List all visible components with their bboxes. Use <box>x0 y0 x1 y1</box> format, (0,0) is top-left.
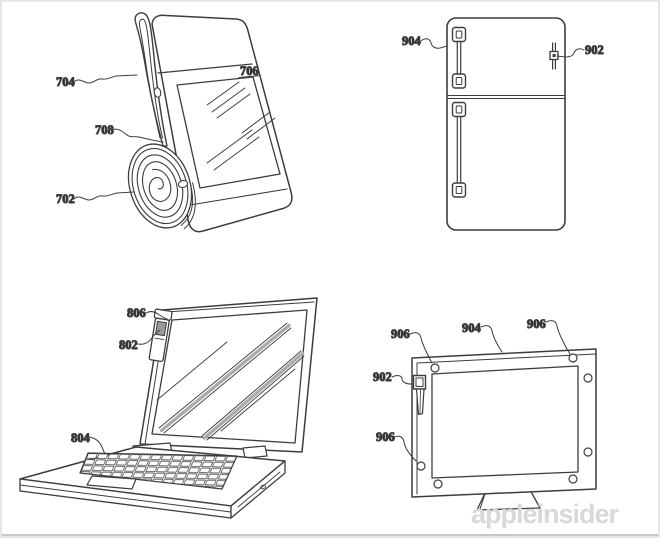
device-bezel-line <box>157 63 253 74</box>
display-screen <box>431 365 579 479</box>
leader-702 <box>73 191 135 201</box>
label-904: 904 <box>462 321 482 335</box>
leader-904 <box>420 38 448 49</box>
leader-904 <box>480 325 503 353</box>
label-906-bottom-left: 906 <box>376 430 395 444</box>
figure-rolled-device: 704 708 702 706 <box>56 12 293 233</box>
attached-device-on-display <box>412 374 427 416</box>
leader-704 <box>73 74 138 84</box>
label-804: 804 <box>71 431 91 445</box>
device-bottom-band <box>189 188 288 206</box>
leader-708 <box>111 128 164 143</box>
rolled-coil <box>127 143 196 230</box>
leader-906-top-left <box>409 332 433 364</box>
laptop-base-right-face <box>230 460 286 519</box>
laptop-trackpad <box>86 475 137 490</box>
fridge-body <box>446 17 566 231</box>
label-902: 902 <box>585 43 604 57</box>
laptop-base-front-ridge <box>19 484 232 513</box>
label-704: 704 <box>56 75 76 89</box>
leader-906-bottom-left <box>393 435 417 462</box>
laptop-screen-reflections <box>156 322 305 441</box>
label-706: 706 <box>240 64 259 78</box>
laptop-keyboard <box>79 452 238 490</box>
side-port <box>260 484 266 490</box>
label-906-top-right: 906 <box>527 317 546 331</box>
figure-display: 906 904 906 902 906 <box>373 317 597 511</box>
leader-804 <box>88 436 106 455</box>
fridge-door-divider <box>446 94 566 100</box>
fridge-door-handle <box>451 101 467 198</box>
laptop-hinge-right <box>242 445 268 459</box>
leader-902 <box>391 375 414 385</box>
label-904: 904 <box>402 34 422 48</box>
leader-802 <box>137 329 161 345</box>
appleinsider-watermark: appleinsider <box>471 499 619 529</box>
device-screen <box>176 76 281 189</box>
label-906-top-left: 906 <box>391 327 410 341</box>
label-902: 902 <box>373 370 392 384</box>
label-708: 708 <box>95 123 114 137</box>
label-702: 702 <box>56 192 75 206</box>
label-802: 802 <box>119 338 138 352</box>
device-lower-button <box>177 179 189 189</box>
figure-refrigerator: 904 902 <box>402 17 604 231</box>
label-706-underline <box>238 75 261 78</box>
optical-drive-slot <box>237 471 281 508</box>
attached-device-on-fridge <box>549 42 559 70</box>
flexible-cover-strap-inner <box>138 18 163 139</box>
figure-laptop: 806 802 804 <box>19 297 318 519</box>
leader-902 <box>556 48 585 58</box>
device-side-button <box>153 87 162 98</box>
leader-906-top-right <box>545 320 571 355</box>
label-806: 806 <box>127 306 146 320</box>
leader-806 <box>145 310 168 320</box>
attachment-points <box>416 353 593 489</box>
clip-on-device <box>148 308 173 363</box>
screen-reflection-lines <box>206 81 276 171</box>
freezer-door-handle <box>451 26 467 89</box>
